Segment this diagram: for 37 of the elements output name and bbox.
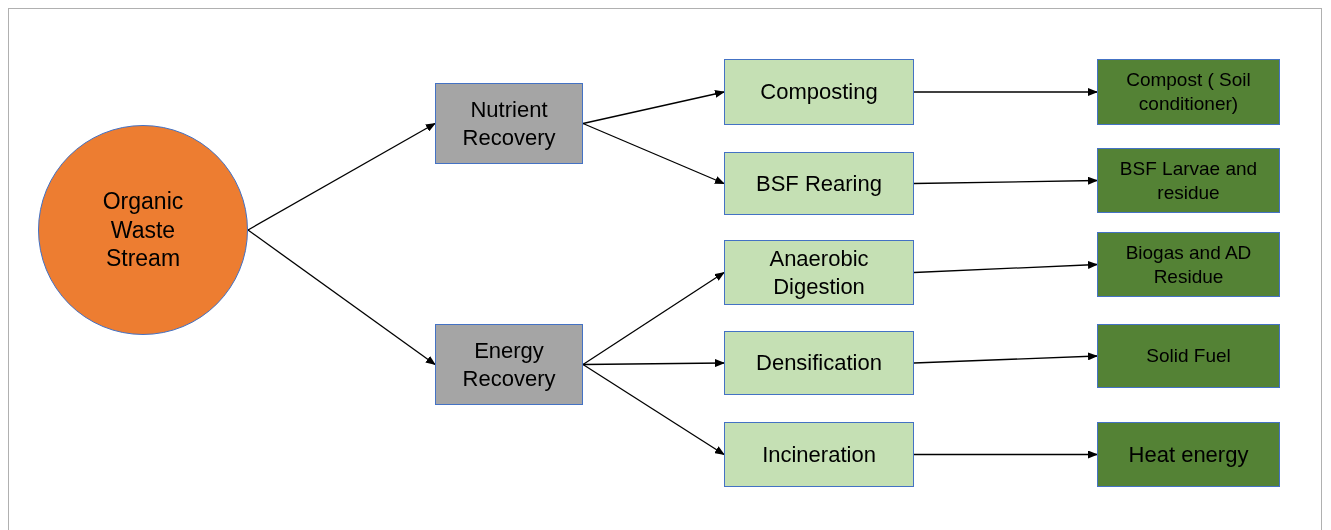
arrow <box>913 260 1098 274</box>
arrow <box>582 271 725 366</box>
node-label: Energy Recovery <box>461 337 557 392</box>
node-label: Nutrient Recovery <box>461 96 557 151</box>
product-box <box>1097 232 1280 297</box>
product-box <box>1097 324 1280 388</box>
node-label: Heat energy <box>1128 440 1249 469</box>
node-label: Organic Waste Stream <box>101 186 185 274</box>
product-box <box>1097 59 1280 125</box>
arrow <box>582 363 725 456</box>
process-box <box>724 59 914 125</box>
arrow <box>582 122 725 185</box>
arrow <box>913 352 1098 364</box>
node-label: Composting <box>760 78 878 106</box>
process-box <box>724 152 914 215</box>
arrow <box>582 359 725 368</box>
node-label: Incineration <box>762 440 876 469</box>
arrow <box>913 176 1098 185</box>
process-box <box>724 422 914 487</box>
process-box <box>724 240 914 305</box>
node-label: Densification <box>756 349 882 377</box>
product-box <box>1097 148 1280 213</box>
arrow <box>247 122 436 231</box>
node-label: Compost ( Soil conditioner) <box>1125 68 1252 116</box>
arrow <box>582 90 725 125</box>
arrow <box>913 88 1098 96</box>
node-label: Solid Fuel <box>1146 344 1231 368</box>
node-label: BSF Larvae and residue <box>1118 156 1259 205</box>
node-label: BSF Rearing <box>756 169 882 198</box>
node-label: Biogas and AD Residue <box>1124 240 1253 289</box>
arrow <box>913 450 1098 459</box>
product-box <box>1097 422 1280 487</box>
process-box <box>724 331 914 395</box>
node-label: Anaerobic Digestion <box>768 245 870 300</box>
category-box <box>435 324 583 405</box>
category-box <box>435 83 583 164</box>
arrow <box>247 229 436 366</box>
